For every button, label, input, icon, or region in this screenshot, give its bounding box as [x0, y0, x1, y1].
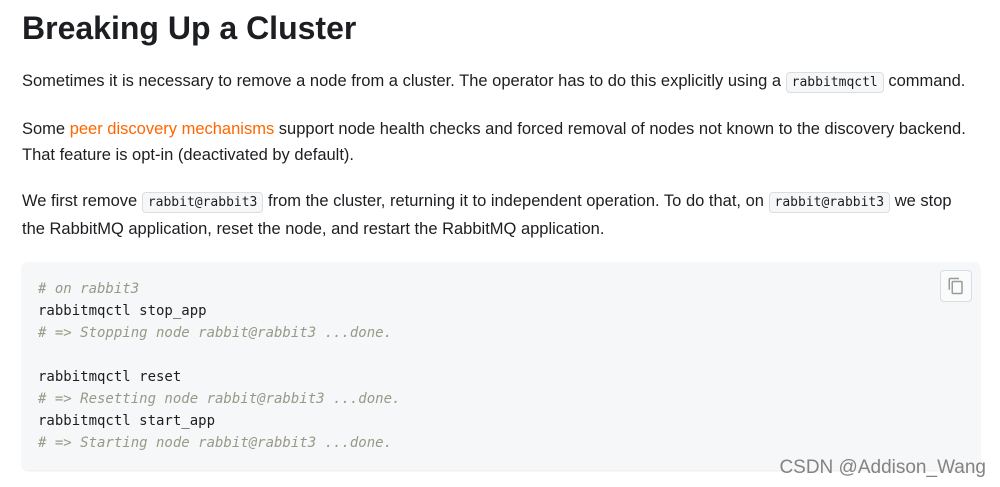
paragraph-text: We first remove — [22, 192, 138, 210]
paragraph-text: we stop — [894, 192, 952, 210]
code-comment-line: # => Stopping node rabbit@rabbit3 ...don… — [38, 325, 393, 341]
code-blank-line — [38, 344, 964, 366]
section-heading: Breaking Up a Cluster — [22, 10, 357, 46]
code-comment-line: # => Starting node rabbit@rabbit3 ...don… — [38, 435, 393, 451]
paragraph-intro: Sometimes it is necessary to remove a no… — [22, 68, 980, 96]
paragraph-text: support node health checks and forced re… — [278, 120, 966, 138]
paragraph-remove-node: We first remove rabbit@rabbit3 from the … — [22, 188, 980, 242]
code-block: # on rabbit3 rabbitmqctl stop_app # => S… — [22, 262, 980, 470]
paragraph-text: Some — [22, 120, 66, 138]
paragraph-text: Sometimes it is necessary to remove a no… — [22, 72, 782, 90]
code-command-line: rabbitmqctl start_app — [38, 413, 216, 429]
copy-code-button[interactable] — [940, 270, 972, 302]
doc-article: Breaking Up a Cluster Sometimes it is ne… — [22, 0, 980, 470]
code-comment-line: # on rabbit3 — [38, 281, 140, 297]
inline-code-node-name: rabbit@rabbit3 — [141, 192, 264, 213]
csdn-watermark: CSDN @Addison_Wang — [779, 457, 986, 478]
copy-icon — [948, 277, 963, 295]
paragraph-text: That feature is opt-in (deactivated by d… — [22, 146, 355, 164]
paragraph-text: the RabbitMQ application, reset the node… — [22, 220, 605, 238]
paragraph-text: command. — [888, 72, 966, 90]
inline-code-node-name: rabbit@rabbit3 — [768, 192, 891, 213]
code-comment-line: # => Resetting node rabbit@rabbit3 ...do… — [38, 391, 401, 407]
paragraph-text: from the cluster, returning it to indepe… — [267, 192, 764, 210]
inline-code-command: rabbitmqctl — [785, 72, 884, 93]
peer-discovery-link[interactable]: peer discovery mechanisms — [69, 120, 275, 138]
code-command-line: rabbitmqctl stop_app — [38, 303, 207, 319]
code-command-line: rabbitmqctl reset — [38, 369, 182, 385]
paragraph-health-checks: Some peer discovery mechanisms support n… — [22, 116, 980, 168]
